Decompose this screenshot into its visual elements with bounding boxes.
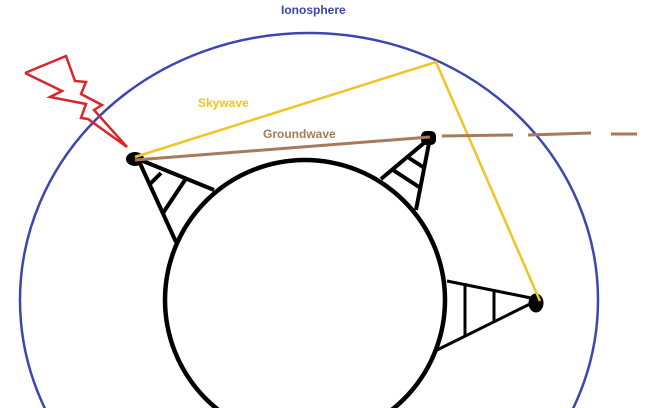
lightning-bolt-icon: [24, 54, 128, 149]
skywave-label: Skywave: [198, 96, 249, 110]
earth-circle: [162, 157, 448, 408]
receiver-tower-far-right: [436, 279, 544, 352]
groundwave-path: [134, 135, 431, 162]
repeater-tower-right: [379, 131, 436, 211]
ionosphere-arc: [18, 31, 600, 408]
groundwave-dashed-extension: [441, 131, 637, 138]
transmitter-tower-left: [126, 152, 215, 243]
skywave-path: [134, 60, 542, 302]
groundwave-label: Groundwave: [263, 127, 336, 141]
ionosphere-label: Ionosphere: [281, 3, 346, 17]
